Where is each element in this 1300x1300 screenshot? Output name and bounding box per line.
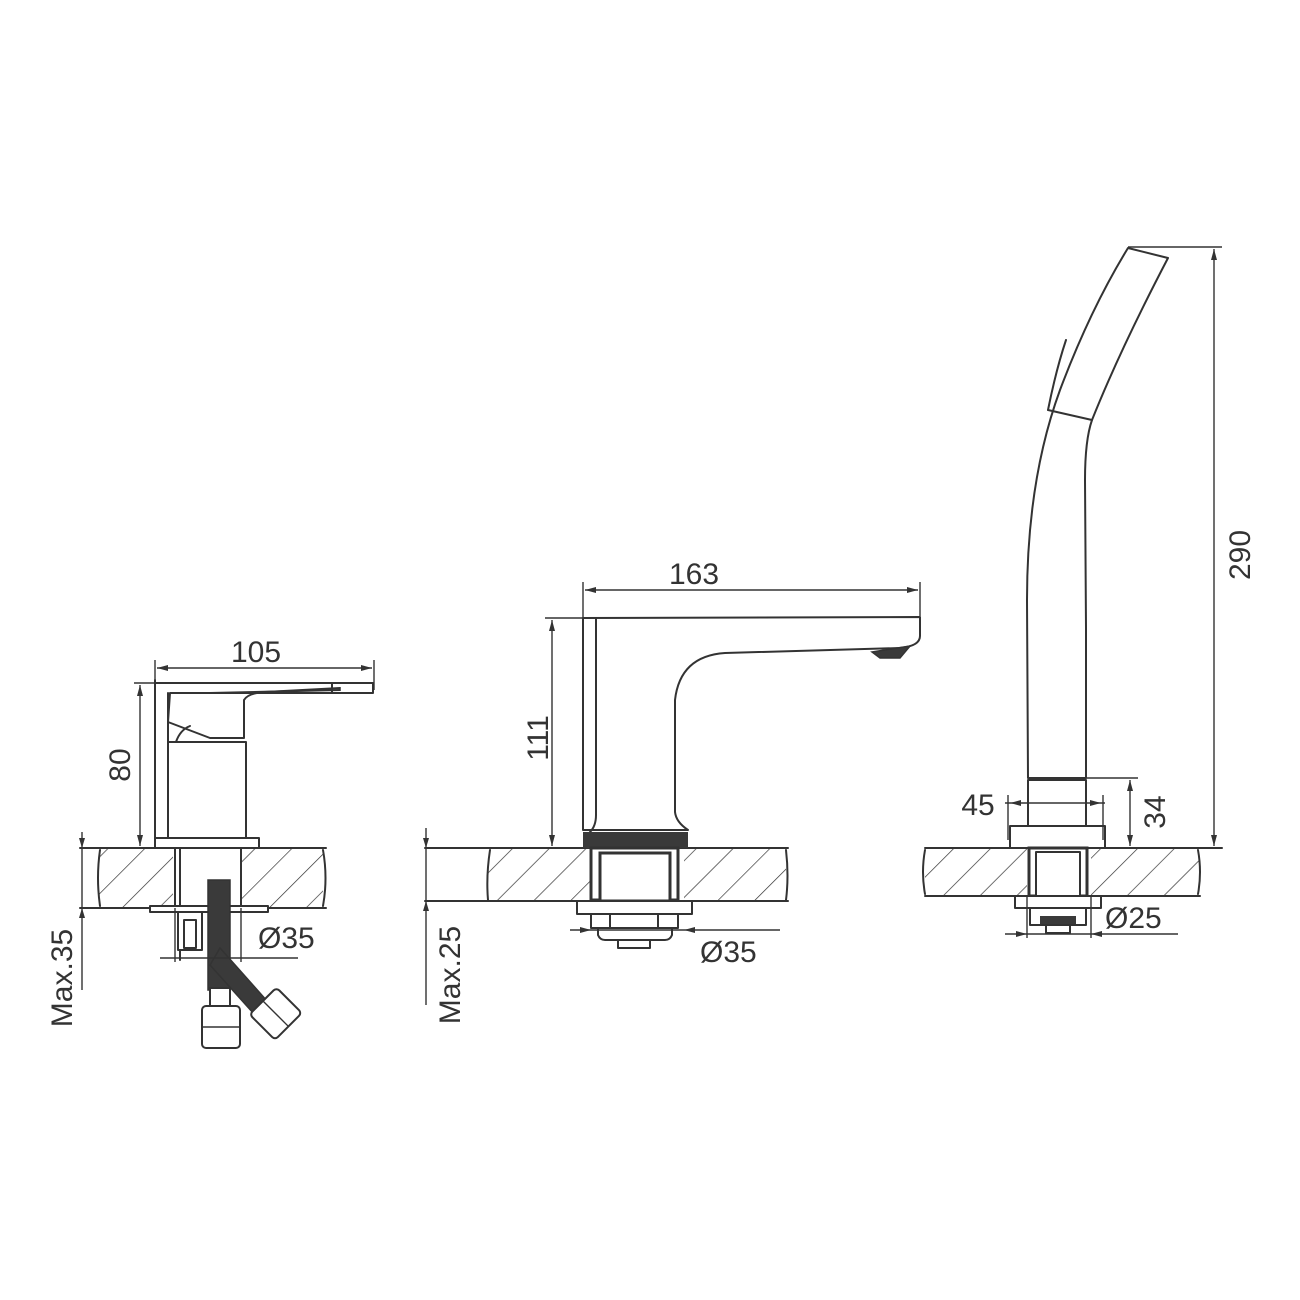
label-290: 290	[1224, 530, 1257, 580]
label-34: 34	[1139, 795, 1172, 828]
dim-height-111: 111	[522, 617, 585, 846]
shower-holder	[1009, 779, 1106, 934]
dim-height-34: 34	[1086, 777, 1172, 846]
label-dia35-a: Ø35	[258, 922, 315, 955]
dim-hole-35-a: Ø35	[160, 908, 315, 962]
spout-body	[582, 616, 921, 848]
spout-view: 163 111 Max.25 Ø35	[423, 558, 921, 1024]
deck-slab-1	[79, 847, 327, 909]
spout-connection	[576, 846, 693, 949]
dim-hole-35-b: Ø35	[570, 927, 780, 969]
dim-width-105: 105	[154, 636, 375, 690]
hand-shower-body	[1026, 247, 1169, 779]
label-45: 45	[961, 789, 994, 822]
label-105: 105	[231, 636, 281, 669]
hand-shower-view: 290 45 34 Ø25	[922, 246, 1257, 938]
label-dia35-b: Ø35	[700, 936, 757, 969]
dim-reach-163: 163	[582, 558, 921, 618]
label-163: 163	[669, 558, 719, 591]
mixer-connections	[149, 847, 302, 1049]
label-dia25: Ø25	[1105, 902, 1162, 935]
mixer-handle-view: 105 80 Max.35 Ø35	[46, 636, 375, 1049]
mixer-body	[154, 679, 374, 849]
label-max35: Max.35	[46, 929, 79, 1027]
dim-hole-25: Ø25	[1005, 896, 1178, 938]
label-max25: Max.25	[434, 926, 467, 1024]
dim-width-45: 45	[961, 789, 1105, 840]
dim-height-290: 290	[1128, 246, 1257, 846]
label-80: 80	[104, 748, 137, 781]
dim-height-80: 80	[104, 682, 158, 846]
dim-deck-max35: Max.35	[46, 832, 85, 1027]
dim-deck-max25: Max.25	[423, 828, 467, 1024]
label-111: 111	[522, 715, 555, 761]
